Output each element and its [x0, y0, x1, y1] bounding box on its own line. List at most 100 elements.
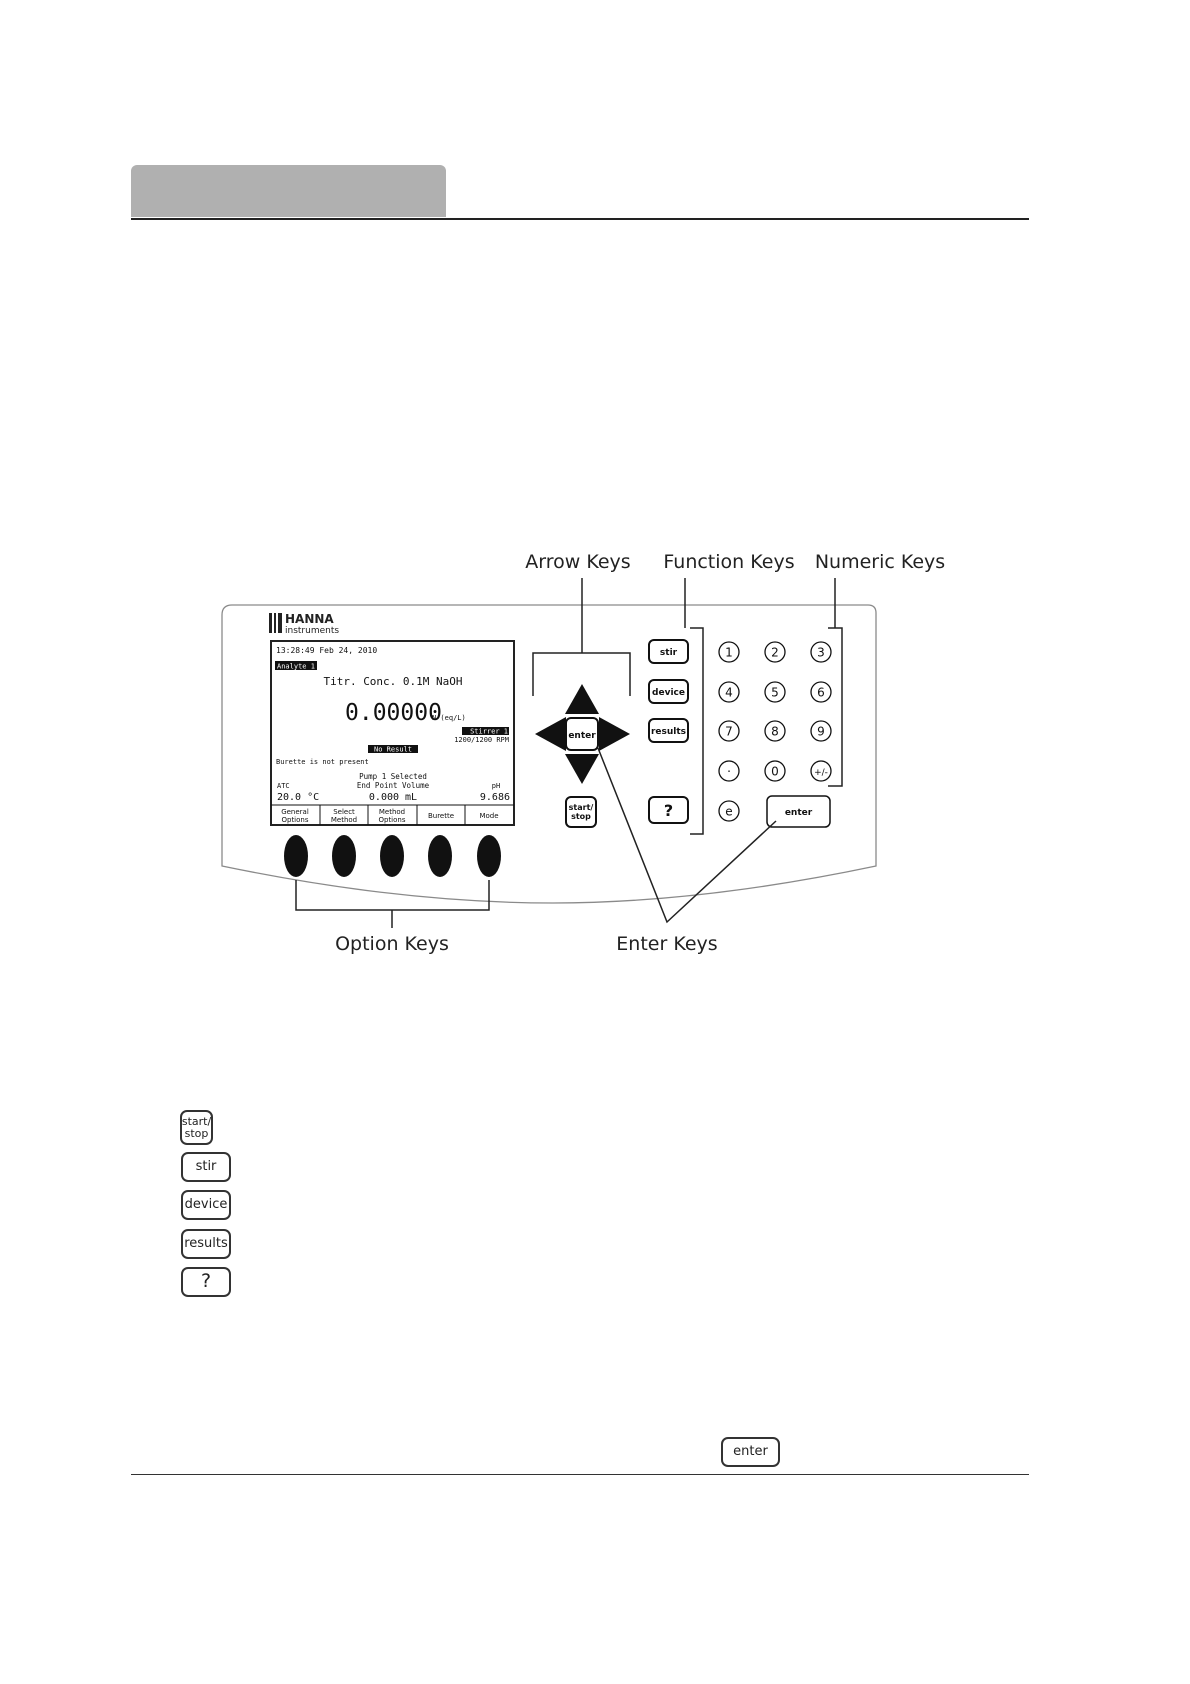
key-2-label: 2 [771, 646, 779, 660]
legend-device-label: device [184, 1197, 228, 1213]
key-3[interactable] [810, 641, 832, 663]
callout-arrow-keys: Arrow Keys [525, 551, 630, 573]
left-arrow-key[interactable] [535, 717, 566, 751]
enter-arrow-key[interactable] [565, 717, 599, 751]
softkey-label-3b: Options [378, 816, 405, 824]
lcd-screen: 13:28:49 Feb 24, 2010 Analyte 1 Titr. Co… [270, 640, 515, 826]
legend-start-stop-line2: stop [184, 1126, 209, 1140]
screen-atc-label: ATC [277, 782, 290, 790]
numeric-keys: 1 2 3 4 5 6 7 8 9 · 0 +/- e [718, 641, 832, 822]
screen-titrant: Titr. Conc. 0.1M NaOH [323, 675, 462, 688]
key-5[interactable] [764, 681, 786, 703]
screen-ph-label: pH [492, 782, 500, 790]
start-stop-key-line1: start/ [569, 803, 594, 812]
function-keys-bracket [684, 578, 704, 835]
inline-enter-label: enter [733, 1444, 768, 1460]
key-9[interactable] [810, 720, 832, 742]
key-9-label: 9 [817, 725, 825, 739]
key-4[interactable] [718, 681, 740, 703]
screen-ph-value: 9.686 [480, 792, 510, 803]
callout-option-keys: Option Keys [335, 933, 449, 955]
option-key-1[interactable] [284, 835, 308, 877]
screen-result-label: No Result [374, 746, 412, 754]
legend-stir-key: stir [181, 1152, 231, 1182]
screen-reading-unit: N (eq/L) [432, 714, 466, 722]
header-tab [131, 165, 446, 217]
key-7-label: 7 [725, 725, 733, 739]
legend-device-key: device [181, 1190, 231, 1220]
legend-help-label: ? [200, 1270, 212, 1293]
legend-results-key: results [181, 1229, 231, 1259]
softkey-label-3: Method [379, 808, 405, 816]
hanna-logo: HANNA instruments [269, 612, 339, 636]
softkey-label-5: Mode [479, 812, 498, 820]
screen-method: Analyte 1 [277, 663, 315, 671]
key-decimal-label: · [727, 765, 731, 779]
enter-numeric-key-label: enter [785, 808, 813, 818]
key-0[interactable] [764, 760, 786, 782]
key-2[interactable] [764, 641, 786, 663]
start-stop-key[interactable] [565, 796, 597, 828]
legend-start-stop-line1: start/ [181, 1114, 212, 1128]
screen-stirrer-speed: 1200/1200 RPM [454, 736, 509, 744]
key-decimal[interactable] [718, 760, 740, 782]
option-key-3[interactable] [380, 835, 404, 877]
start-stop-key-line2: stop [571, 812, 591, 821]
key-1-label: 1 [725, 646, 733, 660]
callout-numeric-keys: Numeric Keys [815, 551, 945, 573]
stir-key-label: stir [660, 648, 678, 658]
screen-endpoint-label: End Point Volume [357, 781, 430, 790]
softkey-label-2b: Method [331, 816, 357, 824]
key-8[interactable] [764, 720, 786, 742]
key-e[interactable] [718, 800, 740, 822]
device-key[interactable] [648, 679, 689, 704]
enter-numeric-key[interactable] [766, 795, 831, 828]
inline-enter-key: enter [721, 1437, 780, 1467]
numeric-keys-bracket [828, 578, 843, 787]
help-key[interactable] [648, 796, 689, 824]
device-key-label: device [652, 688, 685, 698]
header-rule [131, 218, 1029, 220]
legend-results-label: results [184, 1236, 228, 1252]
key-6[interactable] [810, 681, 832, 703]
screen-temperature: 20.0 °C [277, 792, 319, 803]
key-1[interactable] [718, 641, 740, 663]
logo-text: HANNA [285, 612, 334, 626]
screen-reading: 0.00000 [345, 700, 442, 726]
key-3-label: 3 [817, 646, 825, 660]
callout-function-keys: Function Keys [663, 551, 794, 573]
option-key-4[interactable] [428, 835, 452, 877]
results-key-label: results [651, 727, 686, 737]
option-key-2[interactable] [332, 835, 356, 877]
arrow-keys-bracket [532, 578, 631, 696]
enter-arrow-key-label: enter [568, 731, 596, 741]
legend-stir-label: stir [195, 1159, 217, 1175]
logo-subtext: instruments [285, 626, 339, 636]
key-plus-minus[interactable] [810, 760, 832, 782]
screen-datetime: 13:28:49 Feb 24, 2010 [276, 646, 377, 655]
key-8-label: 8 [771, 725, 779, 739]
legend-help-key: ? [181, 1267, 231, 1297]
key-0-label: 0 [771, 765, 779, 779]
callout-enter-keys: Enter Keys [616, 933, 717, 955]
key-6-label: 6 [817, 686, 825, 700]
results-key[interactable] [648, 718, 689, 743]
option-key-5[interactable] [477, 835, 501, 877]
key-7[interactable] [718, 720, 740, 742]
enter-keys-leaders [597, 747, 777, 924]
key-4-label: 4 [725, 686, 733, 700]
screen-stirrer-label: Stirrer 1 [470, 728, 508, 736]
option-keys [284, 835, 501, 877]
option-keys-bracket [295, 880, 490, 928]
right-arrow-key[interactable] [599, 717, 630, 751]
softkey-label-1b: Options [281, 816, 308, 824]
key-e-label: e [725, 805, 732, 819]
stir-key[interactable] [648, 639, 689, 664]
help-key-label: ? [664, 801, 673, 820]
screen-volume: 0.000 mL [369, 792, 417, 803]
softkey-label-4: Burette [428, 812, 454, 820]
up-arrow-key[interactable] [565, 684, 599, 714]
down-arrow-key[interactable] [565, 754, 599, 784]
legend-start-stop-key: start/ stop [180, 1110, 213, 1145]
